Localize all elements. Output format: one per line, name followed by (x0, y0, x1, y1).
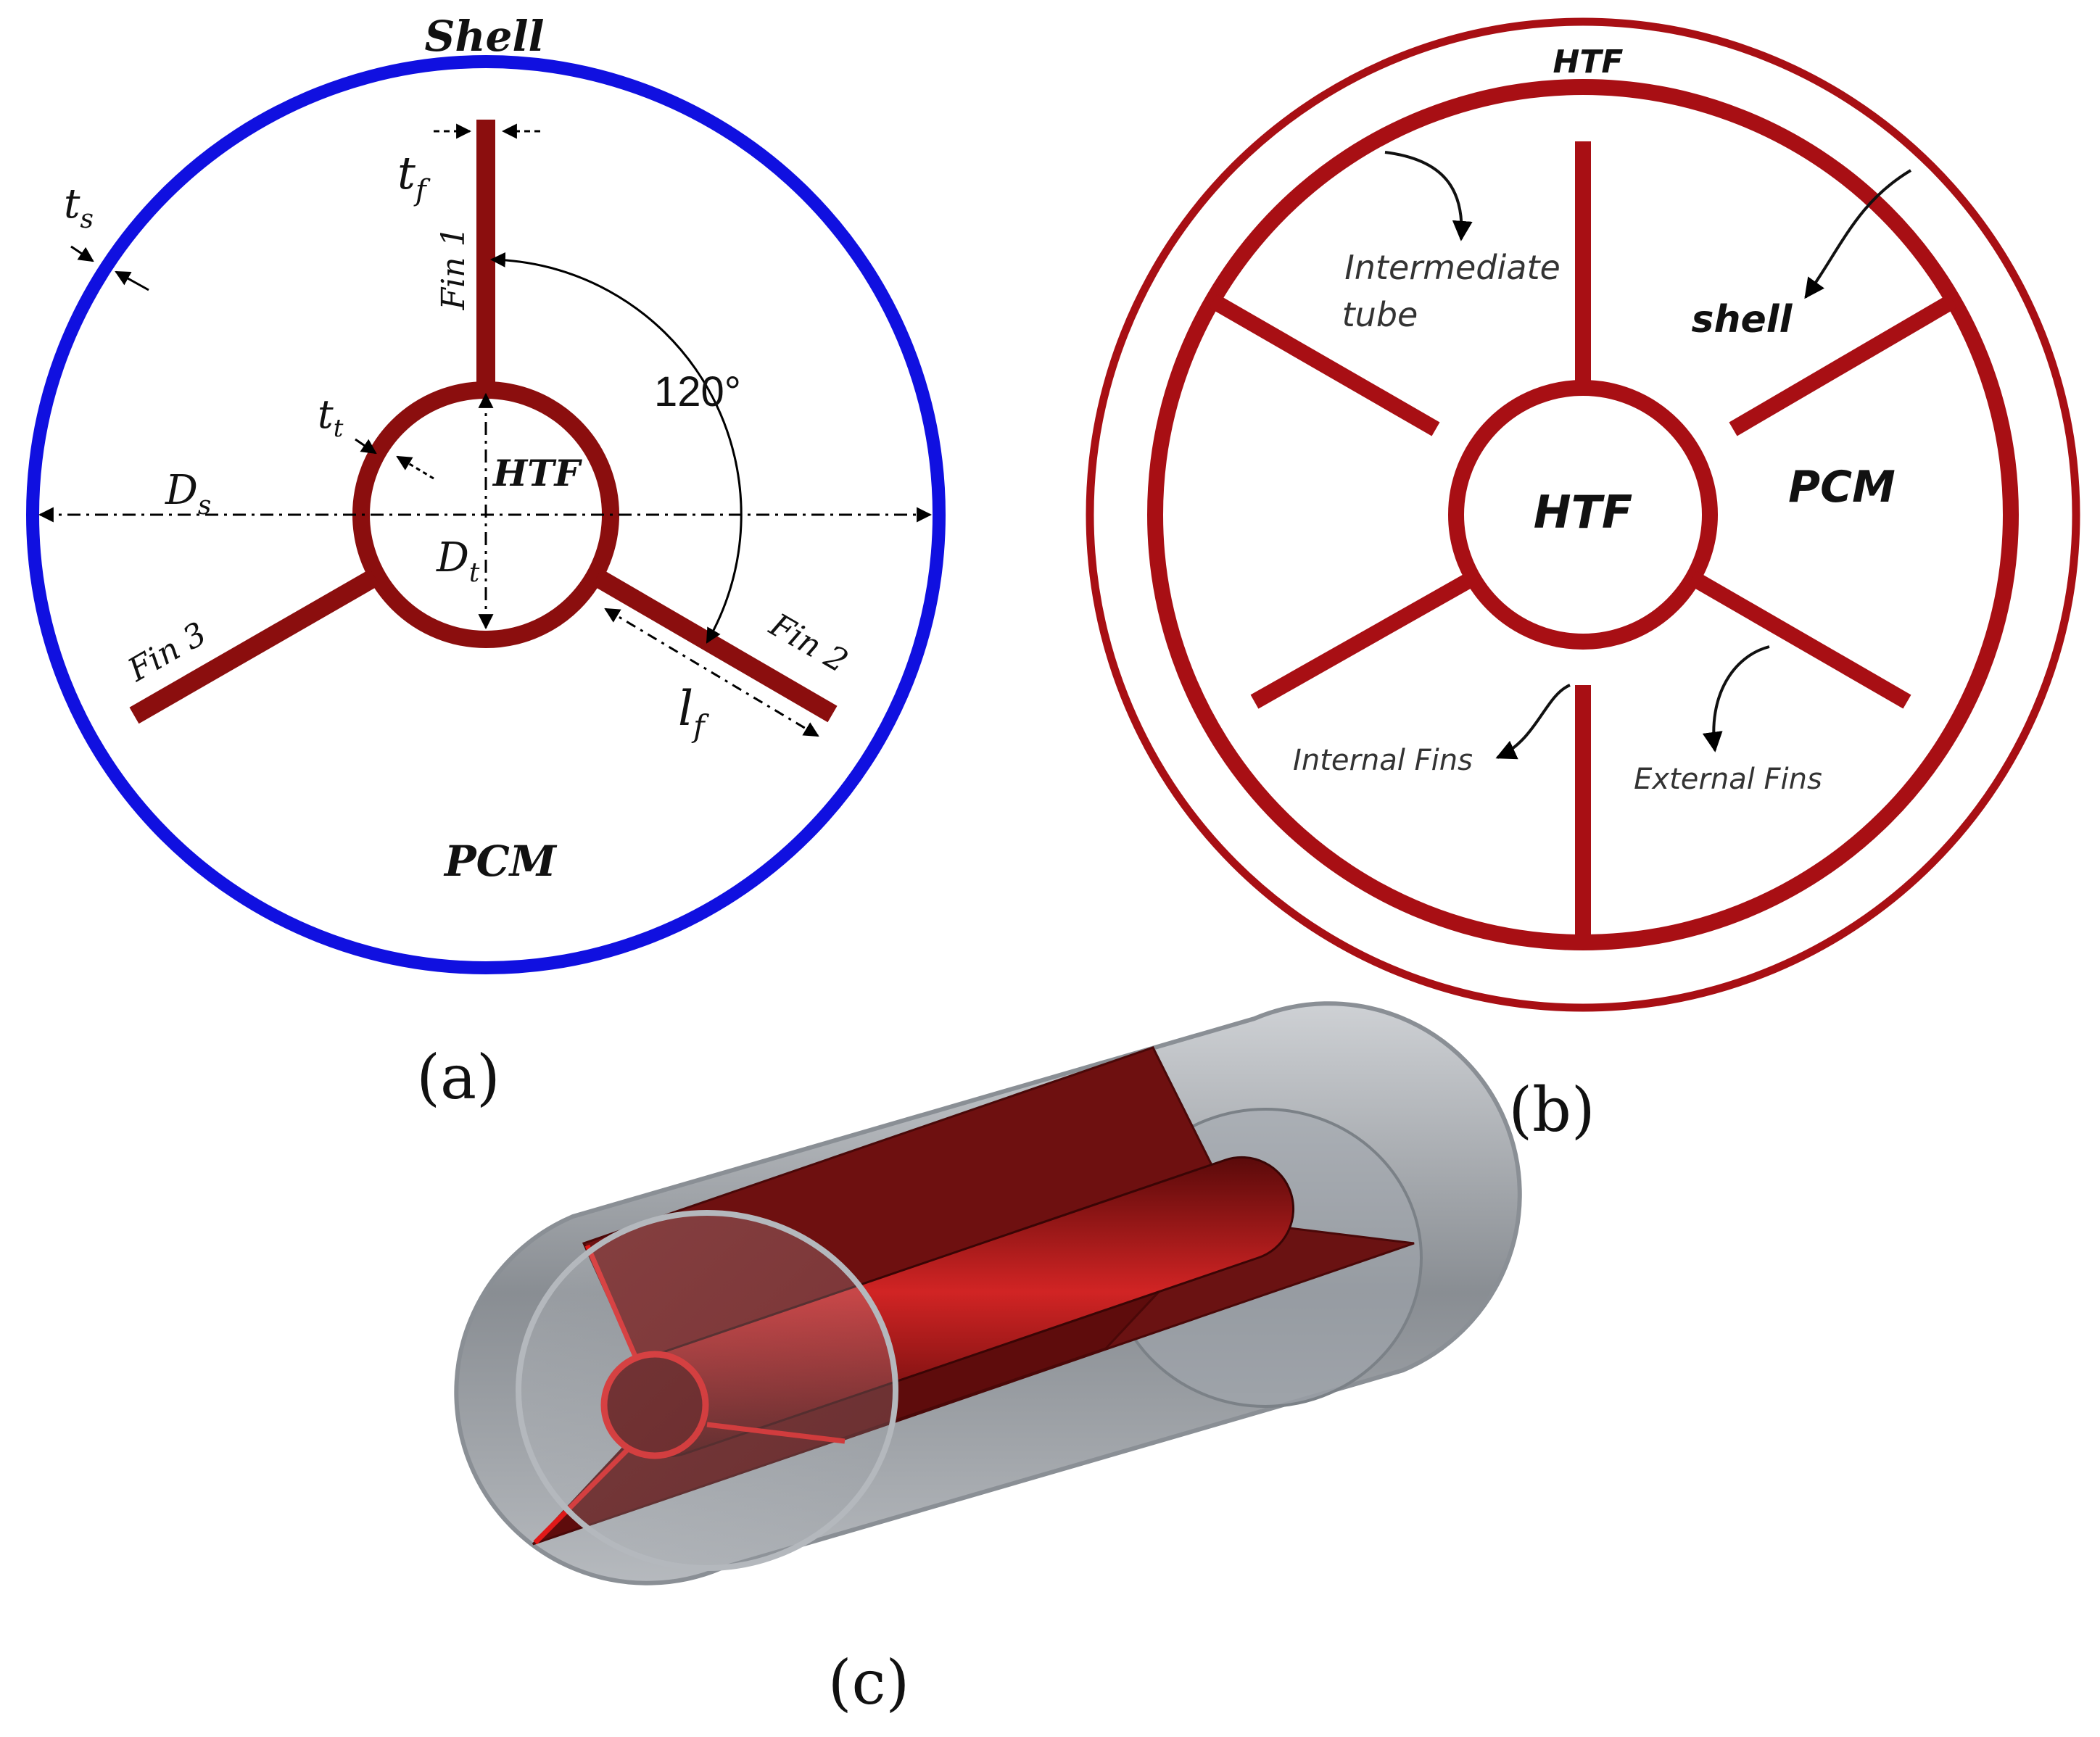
internal-fins-pointer (1495, 684, 1571, 760)
external-fins-label: External Fins (1634, 763, 1822, 796)
shell-label: Shell (424, 12, 544, 61)
ts-arrow-inner (115, 270, 149, 291)
htf-inner-label: HTF (1534, 486, 1633, 539)
tf-label-sub: f (413, 174, 431, 207)
lf-label-sub: f (691, 708, 709, 744)
ts-label: ts (64, 181, 94, 234)
ds-label: Ds (165, 467, 211, 521)
tf-label: tf (397, 146, 431, 207)
tt-arrow-outer (355, 438, 377, 455)
ts-label-sub: s (80, 204, 94, 234)
tt-label-sub: t (334, 414, 344, 443)
fin-2-label: Fin 2 (763, 606, 854, 680)
caption-b: (b) (1508, 1074, 1595, 1145)
external-fin-top-left (1209, 294, 1440, 436)
outer-shell-circle (1086, 17, 2080, 1012)
tf-label-main: t (397, 146, 416, 199)
angle-label: 120° (654, 368, 741, 415)
lf-label: lf (678, 681, 709, 744)
tt-arrow-inner (396, 455, 434, 480)
pcm-label-a: PCM (443, 837, 558, 886)
shell-pointer (1804, 169, 1912, 299)
shell-label-b: shell (1692, 298, 1793, 341)
htf-label-a: HTF (492, 452, 582, 494)
intermediate-tube-circle (1147, 79, 2019, 950)
internal-fin-bottom-left (1250, 571, 1478, 709)
panel-c: (c) (454, 1001, 1522, 1718)
fin-1-label: Fin 1 (435, 227, 472, 311)
panel-b: HTF Intermediate tube shell HTF PCM Inte… (1086, 17, 2080, 1145)
dt-label: Dt (436, 534, 480, 588)
external-fin-top-right (1729, 294, 1957, 436)
panel-a: Shell ts tf tt Ds Dt lf HTF 120° Fin 1 F… (26, 12, 946, 1113)
ts-arrow-outer (70, 245, 94, 262)
caption-c: (c) (828, 1647, 910, 1718)
intermediate-tube-label-1: Intermediate (1344, 248, 1560, 287)
intermediate-tube-label-2: tube (1342, 295, 1418, 334)
caption-a: (a) (416, 1042, 500, 1113)
lf-label-main: l (678, 681, 693, 737)
ds-label-sub: s (198, 491, 211, 521)
external-fins-pointer (1702, 645, 1770, 753)
shell-circle (26, 55, 946, 974)
htf-outer-label: HTF (1553, 43, 1624, 80)
pcm-label-b: PCM (1788, 462, 1896, 513)
intermediate-tube-pointer (1384, 151, 1473, 241)
tt-label: tt (318, 391, 344, 443)
internal-fin-bottom-right (1688, 571, 1911, 709)
fin-3-shape (129, 568, 380, 724)
cylinder-near-cap (516, 1210, 898, 1571)
dt-label-main: D (436, 534, 469, 581)
ts-label-main: t (64, 181, 80, 228)
angle-arc (489, 252, 743, 644)
internal-fins-label: Internal Fins (1293, 744, 1473, 777)
dt-label-sub: t (469, 558, 480, 588)
tt-label-main: t (318, 391, 334, 437)
ds-label-main: D (165, 467, 198, 514)
